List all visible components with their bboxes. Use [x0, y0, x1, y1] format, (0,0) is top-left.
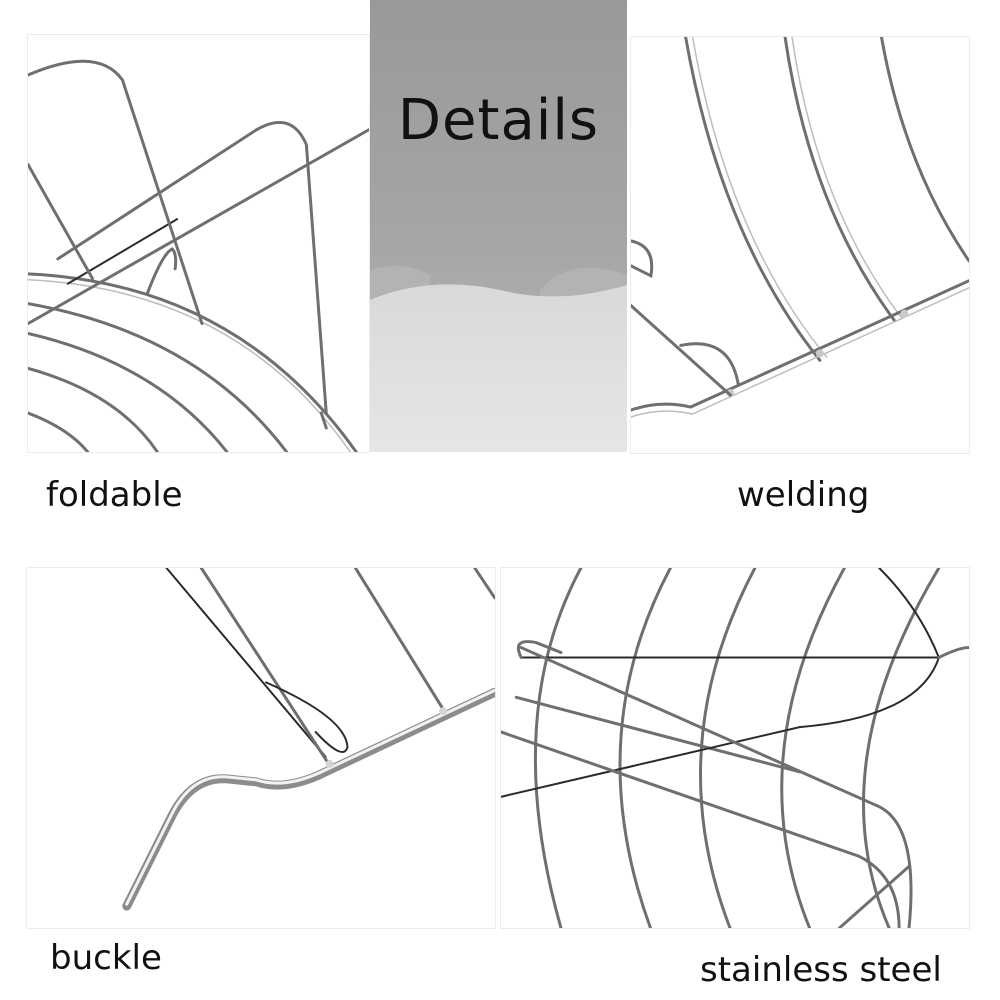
- label-buckle: buckle: [50, 938, 162, 978]
- wave-decoration: [370, 266, 627, 452]
- photo-foldable: [27, 34, 370, 453]
- label-stainless-steel: stainless steel: [700, 950, 942, 990]
- photo-buckle: [26, 567, 496, 929]
- rack-stainless-steel-illustration: [501, 568, 969, 928]
- photo-welding: [630, 36, 970, 454]
- details-banner: Details: [370, 0, 627, 452]
- rack-welding-illustration: [631, 37, 969, 418]
- rack-foldable-illustration: [28, 59, 369, 452]
- photo-stainless-steel: [500, 567, 970, 929]
- label-welding: welding: [737, 475, 870, 515]
- details-title: Details: [397, 88, 600, 153]
- label-foldable: foldable: [46, 475, 183, 515]
- rack-buckle-illustration: [122, 568, 495, 911]
